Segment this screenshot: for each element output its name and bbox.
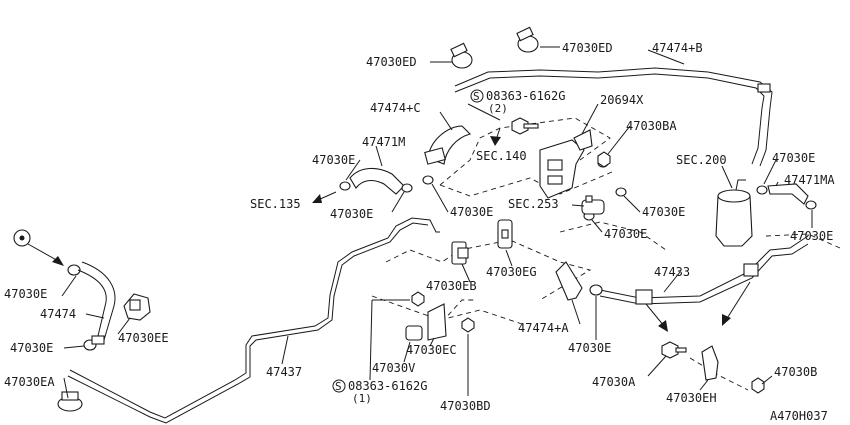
label-20694x: 20694X bbox=[600, 93, 644, 107]
label-47030ee: 47030EE bbox=[118, 331, 169, 345]
nut-47030ba bbox=[597, 151, 611, 168]
arrows bbox=[27, 127, 751, 332]
label-47474c: 47474+C bbox=[370, 101, 421, 115]
label-47474: 47474 bbox=[40, 307, 76, 321]
bolt-mark-top bbox=[470, 89, 484, 103]
label-47437: 47437 bbox=[266, 365, 302, 379]
label-47030bd: 47030BD bbox=[440, 399, 491, 413]
valve-sec253 bbox=[581, 195, 605, 215]
bracket-47030ec bbox=[411, 291, 475, 341]
label-47030ba: 47030BA bbox=[626, 119, 677, 133]
label-47030b: 47030B bbox=[774, 365, 817, 379]
hose-47474b bbox=[454, 67, 773, 167]
label-sec135: SEC.135 bbox=[250, 197, 301, 211]
label-47030a: 47030A bbox=[592, 375, 636, 389]
bolt-08363-top bbox=[511, 117, 539, 135]
label-sec200: SEC.200 bbox=[676, 153, 727, 167]
label-bolt-bottom-qty: (1) bbox=[352, 392, 372, 405]
leader-lines bbox=[61, 46, 813, 399]
label-47030ed-left: 47030ED bbox=[366, 55, 417, 69]
bracket-20694x bbox=[539, 129, 593, 199]
label-47030e-d: 47030E bbox=[450, 205, 493, 219]
label-47030e-c: 47030E bbox=[330, 207, 373, 221]
label-47030e-h: 47030E bbox=[4, 287, 47, 301]
label-bolt-top-qty: (2) bbox=[488, 102, 508, 115]
label-bolt-top-number: 08363-6162G bbox=[486, 89, 565, 103]
hose-47471ma bbox=[767, 183, 809, 205]
diagram-id: A470H037 bbox=[770, 409, 828, 423]
nut-47030b bbox=[751, 377, 765, 394]
label-47030e-e: 47030E bbox=[642, 205, 685, 219]
label-sec253: SEC.253 bbox=[508, 197, 559, 211]
inlet-fitting bbox=[13, 229, 31, 247]
vacuum-pipe-47437 bbox=[67, 217, 440, 424]
hose-47474a bbox=[555, 261, 583, 301]
label-47030eb: 47030EB bbox=[426, 279, 477, 293]
part-47030v bbox=[405, 325, 423, 341]
hose-47433 bbox=[599, 235, 809, 305]
label-47433: 47433 bbox=[654, 265, 690, 279]
label-47474b: 47474+B bbox=[652, 41, 703, 55]
label-47030ed-right: 47030ED bbox=[562, 41, 613, 55]
label-47471m: 47471M bbox=[362, 135, 405, 149]
clip-47030eb bbox=[451, 241, 469, 265]
bolt-mark-top-letter: S bbox=[473, 90, 480, 103]
bolt-mark-bottom-letter: S bbox=[335, 380, 342, 393]
label-47471ma: 47471MA bbox=[784, 173, 835, 187]
hose-47474 bbox=[77, 261, 116, 345]
label-47030ea: 47030EA bbox=[4, 375, 55, 389]
part-labels: 47030ED 47030ED 47474+B S 08363-6162G (2… bbox=[4, 41, 835, 423]
label-47474a: 47474+A bbox=[518, 321, 569, 335]
label-47030e-i: 47030E bbox=[10, 341, 53, 355]
label-bolt-bottom-number: 08363-6162G bbox=[348, 379, 427, 393]
clip-47030ee bbox=[123, 293, 151, 321]
label-47030e-f: 47030E bbox=[604, 227, 647, 241]
bolt-mark-bottom bbox=[332, 379, 346, 393]
label-47030e-j: 47030E bbox=[568, 341, 611, 355]
label-47030e-a: 47030E bbox=[312, 153, 355, 167]
label-47030eg: 47030EG bbox=[486, 265, 537, 279]
clamp-47030ea bbox=[57, 391, 83, 412]
hose-clip-right bbox=[743, 263, 759, 277]
label-47030ec: 47030EC bbox=[406, 343, 457, 357]
reservoir-sec200 bbox=[715, 179, 753, 247]
label-47030e-b: 47030E bbox=[772, 151, 815, 165]
hose-end-cap bbox=[757, 83, 771, 93]
bracket-47030eh bbox=[701, 345, 719, 381]
label-sec140: SEC.140 bbox=[476, 149, 527, 163]
label-47030eh: 47030EH bbox=[666, 391, 717, 405]
bolt-47030a bbox=[661, 341, 687, 359]
clip-47030eg bbox=[497, 219, 513, 249]
hose-47471m bbox=[349, 167, 405, 195]
label-47030v: 47030V bbox=[372, 361, 415, 375]
hose-clip-lower bbox=[635, 289, 653, 305]
clamp-47030ed-top bbox=[450, 26, 539, 69]
label-47030e-g: 47030E bbox=[790, 229, 833, 243]
hose-47474c bbox=[424, 125, 472, 165]
